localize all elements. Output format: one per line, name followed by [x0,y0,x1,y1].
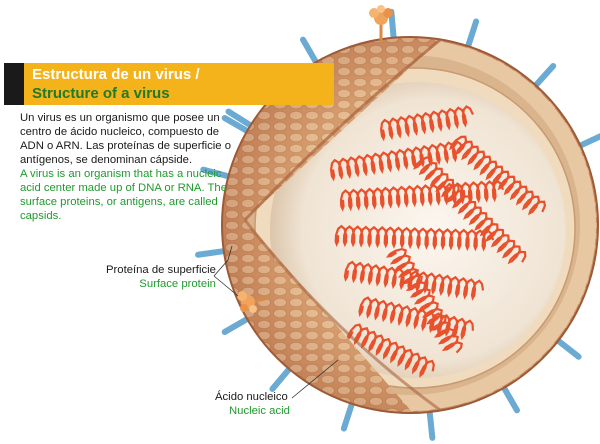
title-spanish: Estructura de un virus / [32,66,200,83]
nucleic-acid [329,105,547,378]
label-surface-protein-es: Proteína de superficie [106,264,216,276]
antigen-top [369,5,393,42]
nucleic-acid-coil [385,247,463,354]
nucleic-acid-coil [346,323,435,378]
nucleic-acid-coil [334,224,495,252]
title-tab [4,63,24,105]
nucleic-acid-coil [449,135,547,216]
cut-edge-lower [243,219,441,412]
antigen-left [237,291,269,313]
description-spanish: Un virus es un organismo que posee un ce… [20,112,231,166]
label-surface-protein-en: Surface protein [139,278,216,290]
title-bar: Estructura de un virus / Structure of a … [4,63,334,105]
leader-surface-protein [213,245,233,277]
cut-edge [243,38,441,222]
nucleic-acid-coil [329,139,464,182]
description-english: A virus is an organism that has a nuclei… [20,168,228,222]
nucleic-acid-coil [358,296,474,341]
label-nucleic-acid-es: Ácido nucleico [215,391,288,403]
label-nucleic-acid-en: Nucleic acid [229,405,290,417]
nucleic-acid-coil [339,179,505,212]
title-english: Structure of a virus [32,85,170,102]
nucleic-acid-coil [379,105,474,142]
label-nucleic-acid: Ácido nucleico Nucleic acid [215,390,290,418]
leader-surface-protein-2 [213,275,239,297]
nucleic-acid-coil [412,156,527,265]
description: Un virus es un organismo que posee un ce… [20,111,235,223]
leader-nucleic-acid [291,359,339,399]
label-surface-protein: Proteína de superficie Surface protein [106,263,216,291]
capsid-rim [221,36,599,414]
